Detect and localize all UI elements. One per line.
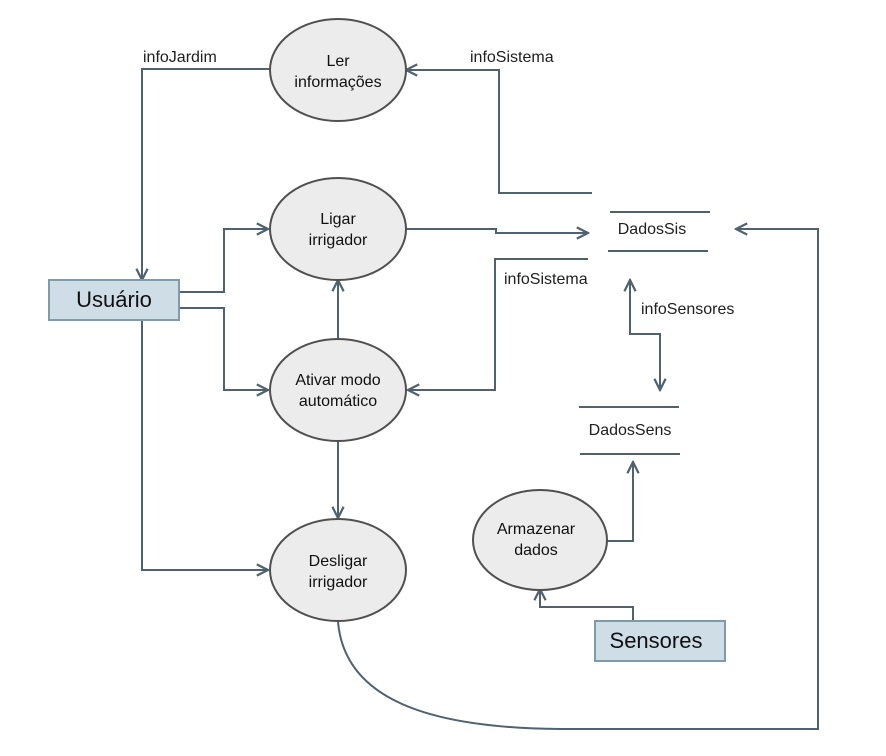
flow-ligar-to-dadossis xyxy=(406,229,588,233)
svg-text:automático: automático xyxy=(299,393,377,410)
svg-text:irrigador: irrigador xyxy=(309,232,368,249)
flow-dadossis-to-ativar xyxy=(408,258,588,390)
svg-text:irrigador: irrigador xyxy=(309,574,368,591)
process-desligar-irrigador[interactable]: Desligar irrigador xyxy=(269,518,407,622)
svg-text:Ler: Ler xyxy=(326,53,350,70)
process-ativar-modo-automatico[interactable]: Ativar modo automático xyxy=(269,338,407,442)
flow-infosensores xyxy=(630,280,660,390)
svg-text:Usuário: Usuário xyxy=(76,287,152,312)
flow-infosistema-to-ler xyxy=(406,70,592,194)
flow-sensores-to-armazenar xyxy=(540,589,634,620)
flow-usuario-to-ligar xyxy=(180,229,268,293)
flow-desligar-to-dadossis xyxy=(337,229,819,730)
svg-text:dados: dados xyxy=(514,542,558,559)
flow-usuario-to-desligar xyxy=(141,320,268,570)
svg-text:Ativar modo: Ativar modo xyxy=(295,372,380,389)
store-dadossis[interactable]: DadosSis xyxy=(608,211,710,252)
label-infojardim: infoJardim xyxy=(143,49,217,66)
process-ler-informacoes[interactable]: Ler informações xyxy=(269,18,407,122)
svg-text:DadosSens: DadosSens xyxy=(589,422,672,439)
process-armazenar-dados[interactable]: Armazenar dados xyxy=(472,489,608,591)
flow-usuario-to-ativar xyxy=(180,307,268,390)
label-infosistema-top: infoSistema xyxy=(470,49,554,66)
flow-armazenar-to-dadossens xyxy=(607,462,633,542)
svg-text:informações: informações xyxy=(294,74,381,91)
flow-infojardim xyxy=(142,68,270,280)
svg-text:Ligar: Ligar xyxy=(320,211,356,228)
store-dadossens[interactable]: DadosSens xyxy=(579,406,680,455)
svg-text:Armazenar: Armazenar xyxy=(497,521,576,538)
process-ligar-irrigador[interactable]: Ligar irrigador xyxy=(269,177,407,281)
entity-sensores[interactable]: Sensores xyxy=(594,620,726,662)
svg-text:Desligar: Desligar xyxy=(309,553,368,570)
label-infosistema-mid: infoSistema xyxy=(504,271,588,288)
entity-usuario[interactable]: Usuário xyxy=(48,279,180,321)
svg-text:DadosSis: DadosSis xyxy=(618,221,686,238)
svg-text:Sensores: Sensores xyxy=(610,628,703,653)
label-infosensores: infoSensores xyxy=(641,301,734,318)
